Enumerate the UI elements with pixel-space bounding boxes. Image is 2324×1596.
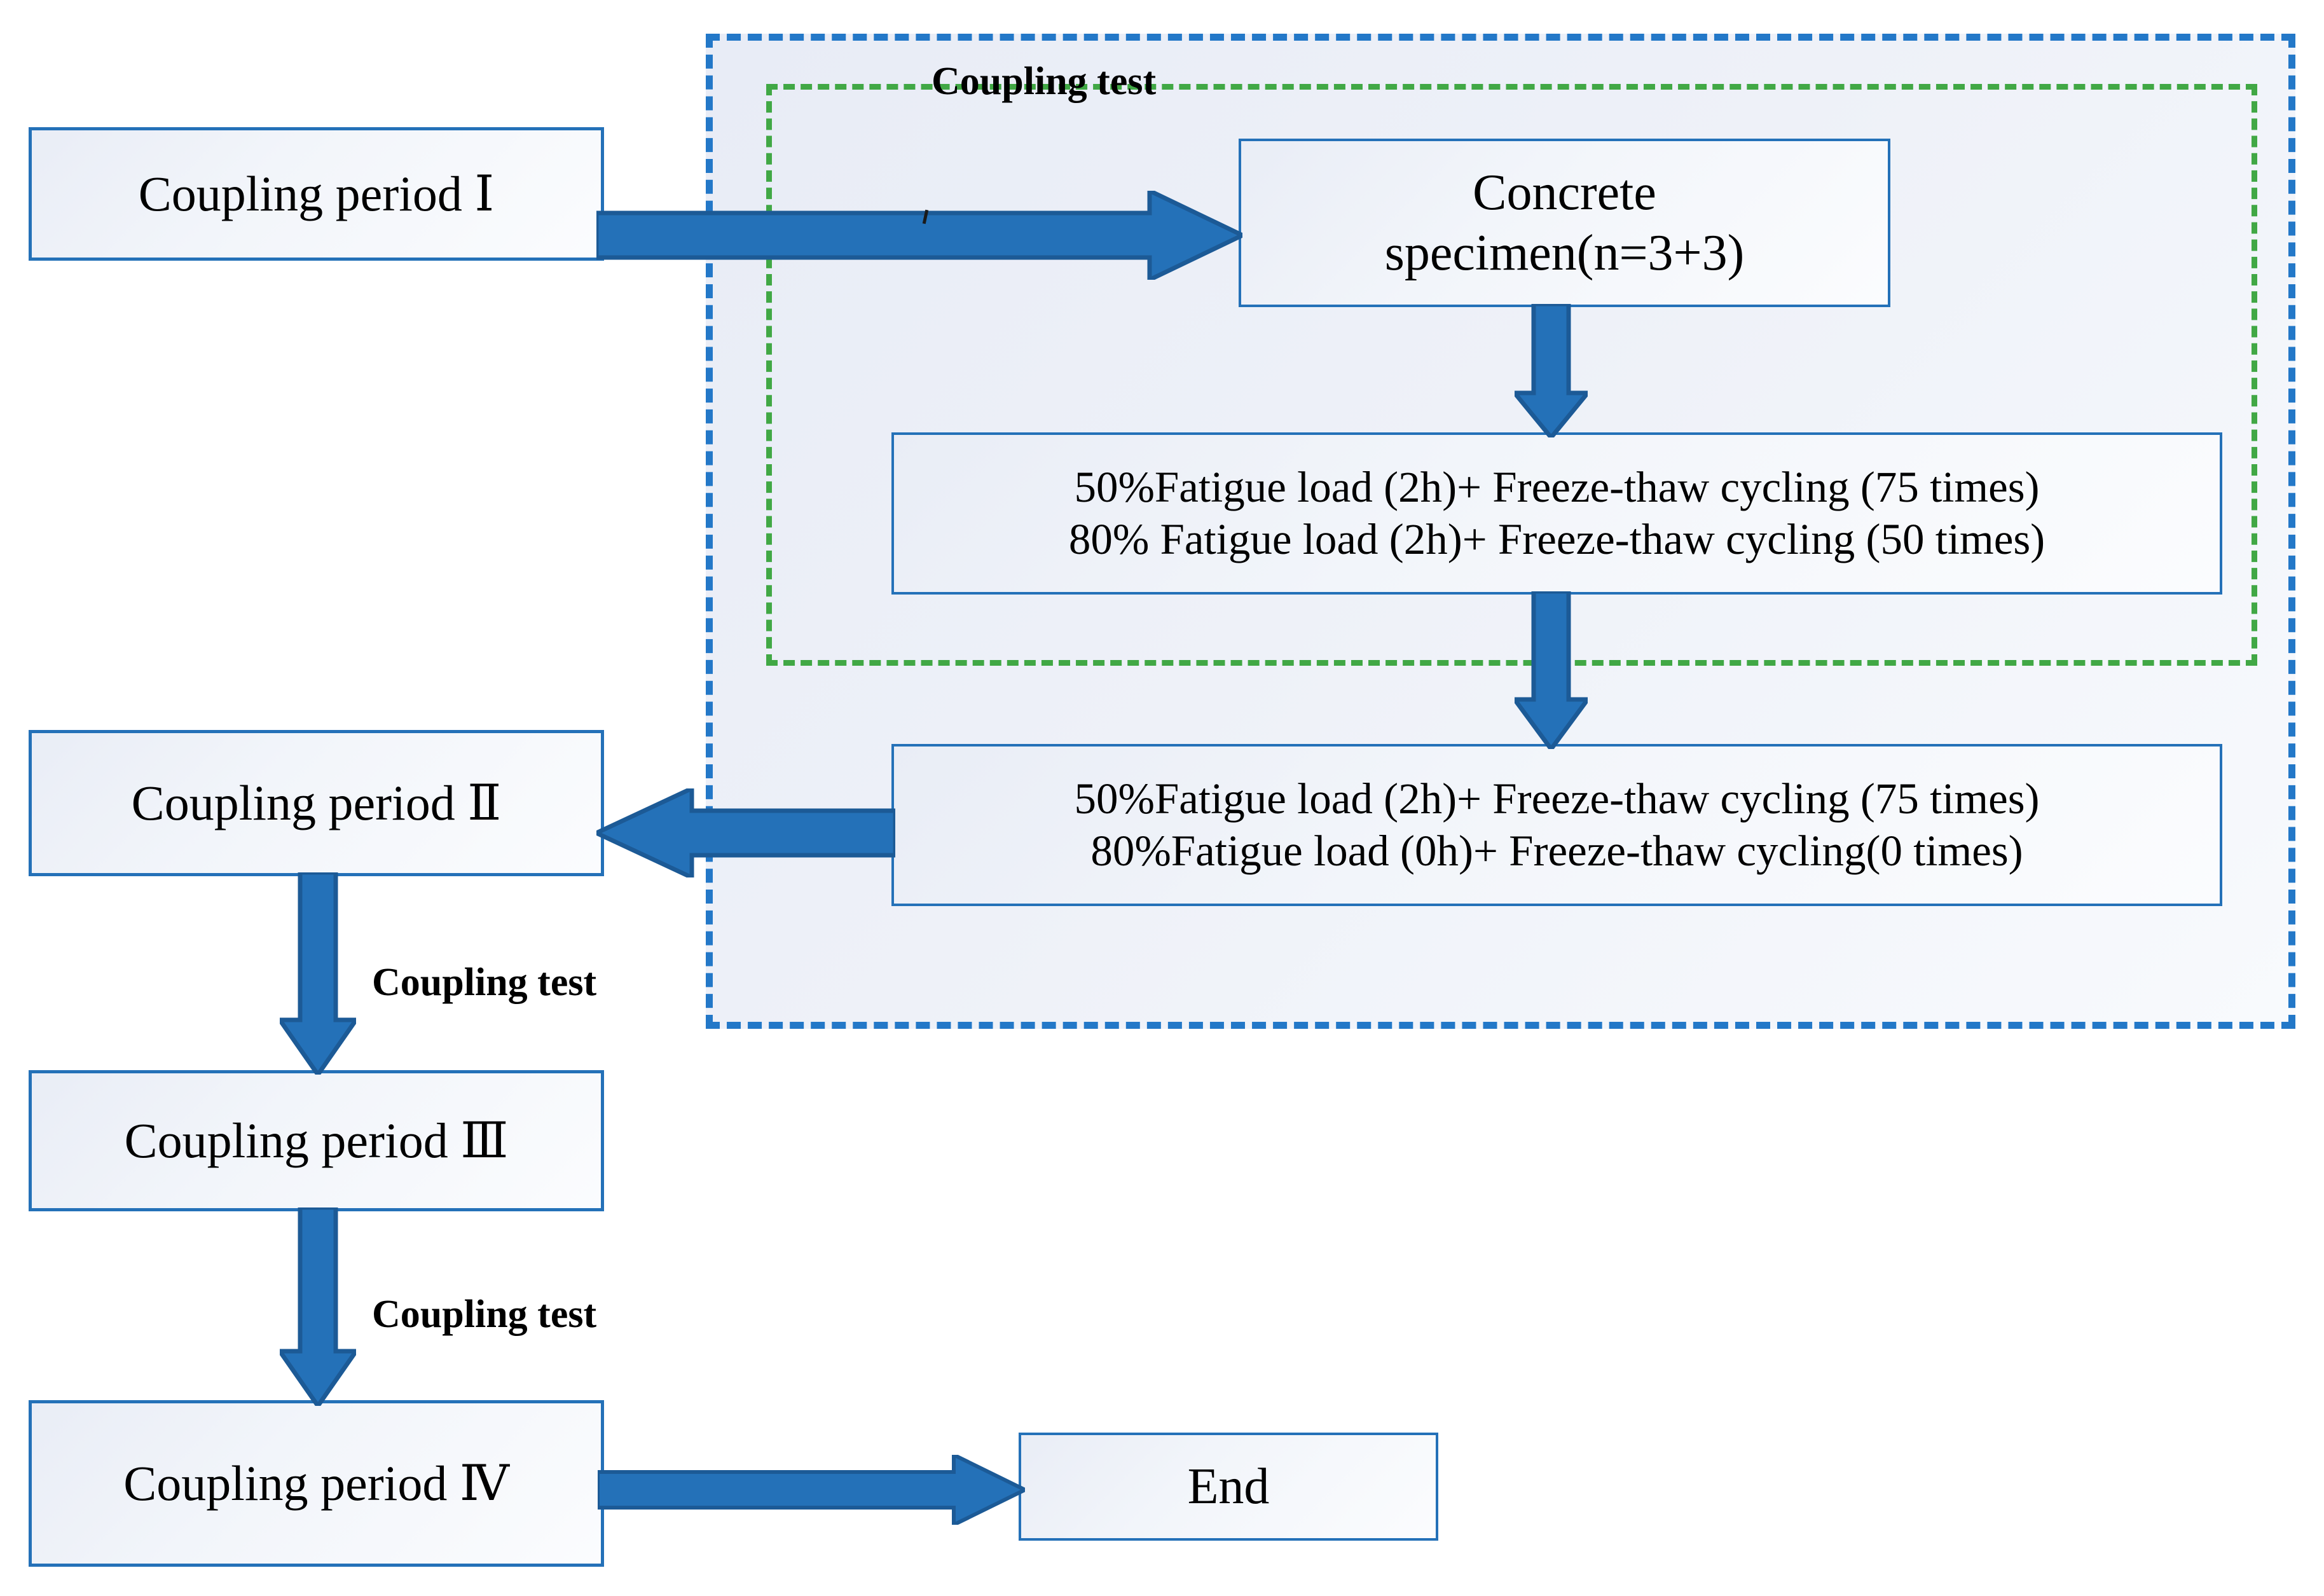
arrow-period3-to-period4: [280, 1207, 356, 1406]
label-coupling-test-top: Coupling test: [932, 60, 1157, 103]
coupling-test-group-blue: [706, 34, 2295, 1029]
node-load-block-top[interactable]: 50%Fatigue load (2h)+ Freeze-thaw cyclin…: [891, 432, 2222, 595]
node-coupling-period-2[interactable]: Coupling period Ⅱ: [29, 730, 604, 876]
node-coupling-period-3[interactable]: Coupling period Ⅲ: [29, 1070, 604, 1211]
node-coupling-period-4[interactable]: Coupling period Ⅳ: [29, 1400, 604, 1567]
arrow-load-top-to-load-bottom: [1515, 591, 1588, 749]
arrow-period4-to-end: [598, 1455, 1025, 1525]
arrow-load-bottom-to-period2: [596, 788, 895, 877]
arrow-period1-to-specimen: [596, 191, 1242, 280]
coupling-test-group-green: [766, 84, 2257, 666]
label-coupling-test-mid: Coupling test: [372, 961, 597, 1004]
node-coupling-period-1[interactable]: Coupling period Ⅰ: [29, 127, 604, 261]
node-concrete-specimen[interactable]: Concrete specimen(n=3+3): [1239, 139, 1890, 307]
label-coupling-test-low: Coupling test: [372, 1293, 597, 1336]
node-load-block-bottom[interactable]: 50%Fatigue load (2h)+ Freeze-thaw cyclin…: [891, 744, 2222, 906]
arrow-period2-to-period3: [280, 872, 356, 1075]
node-end[interactable]: End: [1019, 1433, 1438, 1541]
arrow-specimen-to-load-top: [1515, 304, 1588, 437]
